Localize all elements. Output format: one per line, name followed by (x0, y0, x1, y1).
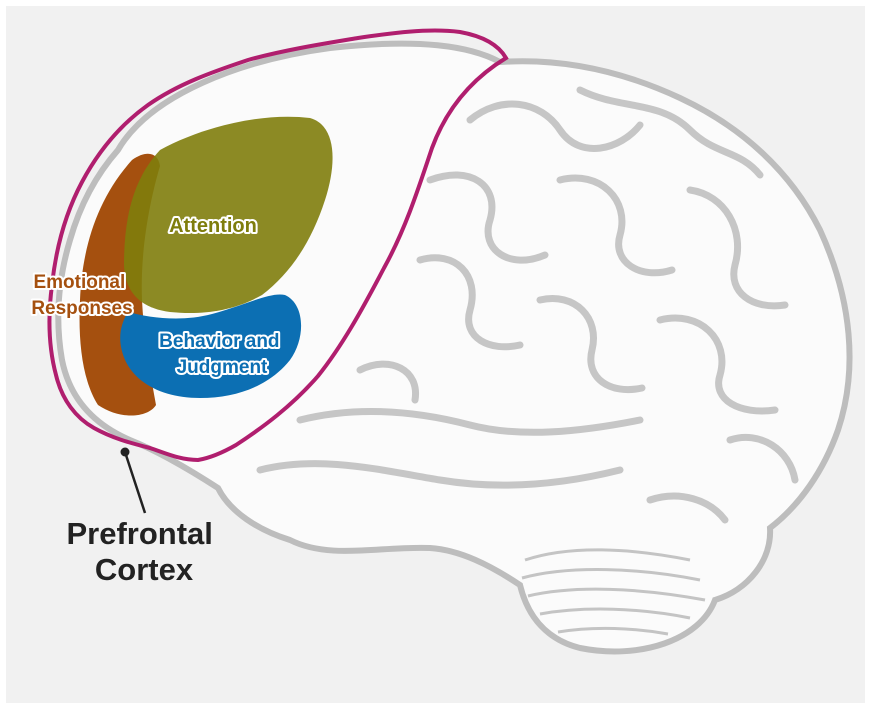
pointer-dot (121, 448, 130, 457)
attention-label: Attention (169, 215, 257, 237)
pointer-line (125, 452, 145, 513)
prefrontal-cortex-label: Prefrontal Cortex (66, 516, 221, 587)
